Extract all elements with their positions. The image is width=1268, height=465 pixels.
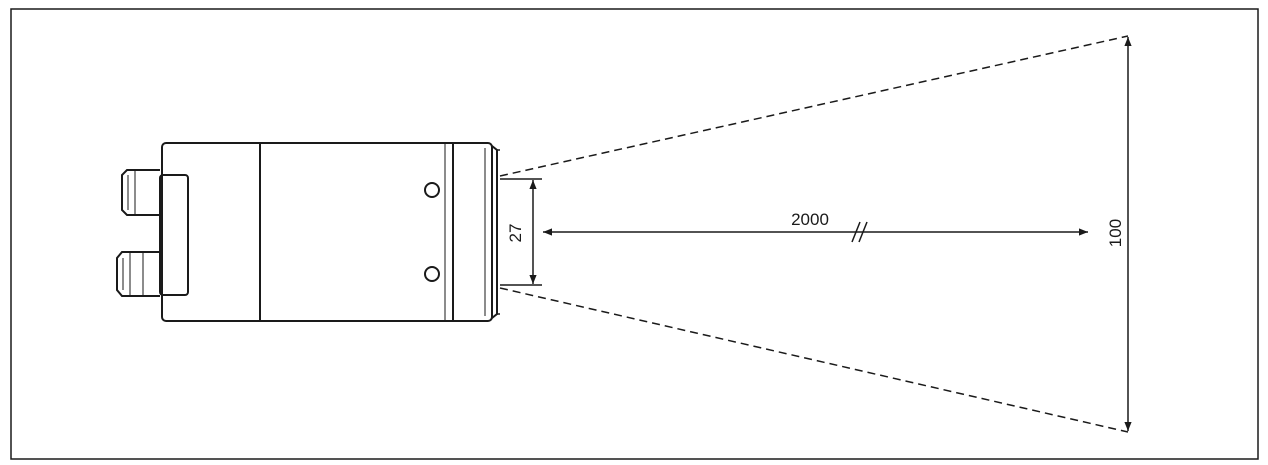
light-beam — [499, 35, 1129, 433]
sensor-housing — [116, 142, 500, 322]
break-mark-2 — [858, 221, 868, 243]
distance-dimension — [543, 221, 1088, 243]
lens-width-dimension — [500, 178, 542, 286]
lens-width-label: 27 — [506, 224, 525, 243]
beam-upper-edge — [499, 35, 1129, 177]
diagram-border — [10, 8, 1259, 460]
break-mark-1 — [851, 221, 861, 243]
mounting-hole-bottom — [424, 266, 440, 282]
connector-block — [159, 174, 189, 296]
lens-cap — [491, 145, 498, 319]
mounting-hole-top — [424, 182, 440, 198]
sensor-body — [161, 142, 493, 322]
beam-height-label: 100 — [1106, 219, 1125, 247]
connector-top — [121, 169, 160, 216]
beam-lower-edge — [499, 287, 1129, 433]
distance-label: 2000 — [791, 210, 829, 229]
connector-bottom — [116, 251, 160, 297]
